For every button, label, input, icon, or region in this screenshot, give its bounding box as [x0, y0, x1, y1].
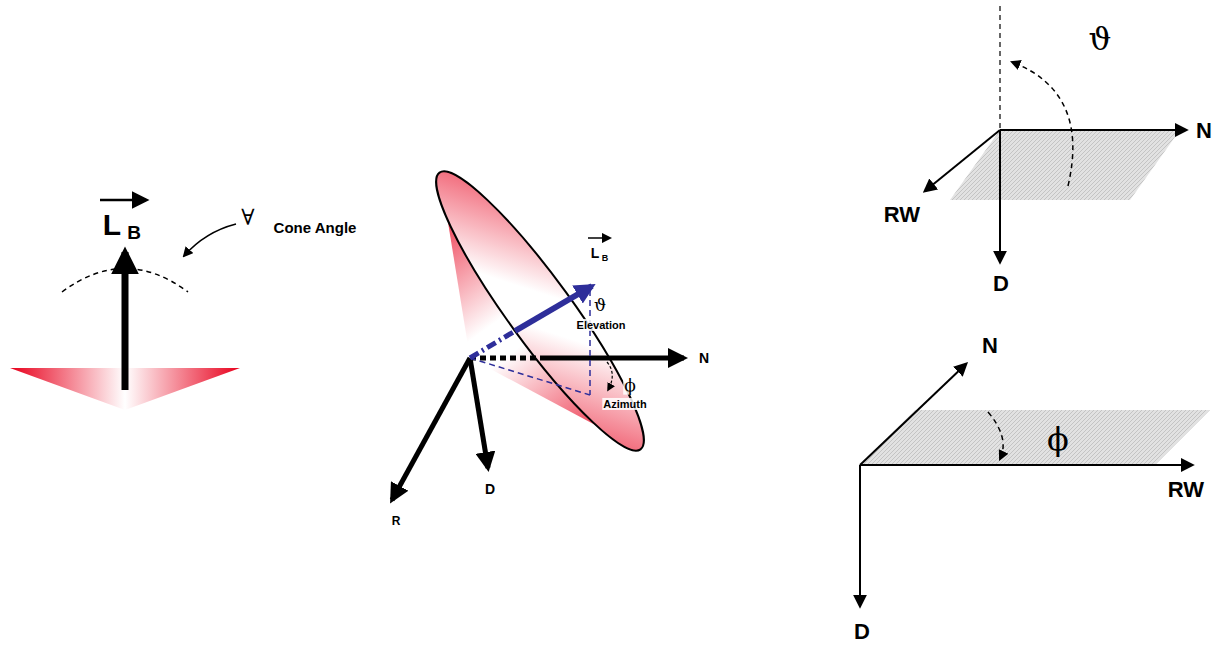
axis-label: N	[982, 334, 998, 358]
cone-figure	[10, 200, 240, 410]
axis-d	[999, 130, 1001, 262]
vector-hidden	[470, 331, 515, 358]
elevation-axes	[925, 6, 1186, 262]
axis-label: N	[1196, 119, 1212, 143]
angle-symbol: ϑ	[1089, 22, 1112, 57]
vector-subscript: B	[127, 223, 141, 244]
angle-symbol: ∀	[241, 206, 254, 230]
angle-symbol: ϑ	[593, 296, 607, 315]
azimuth-arc	[988, 412, 1003, 459]
vector-name: L	[103, 208, 121, 241]
axis-rw	[925, 130, 1000, 191]
vector-name: L	[590, 246, 601, 261]
axis-n-hidden	[470, 356, 545, 361]
callout-text: Cone Angle	[274, 220, 357, 237]
angle-name: Elevation	[576, 319, 627, 331]
axis-label: R	[392, 515, 401, 528]
vertical-ref	[999, 6, 1000, 130]
projection-line	[470, 358, 590, 395]
angle-name: Azimuth	[602, 398, 647, 410]
axis-label: RW	[884, 203, 920, 227]
angle-symbol: ϕ	[1047, 422, 1069, 457]
vector-overbar	[588, 237, 610, 239]
axis-r	[392, 358, 470, 500]
azimuth-axes	[860, 364, 1210, 606]
axis-label: N	[699, 351, 709, 366]
axis-label: D	[993, 272, 1009, 296]
angle-symbol: ϕ	[623, 376, 637, 395]
plane	[950, 130, 1180, 200]
projection-line	[589, 290, 591, 395]
vector-arrow	[122, 252, 129, 390]
axis-label: D	[854, 620, 870, 644]
vector-subscript: B	[601, 254, 610, 264]
leader-line	[184, 224, 236, 256]
axis-d	[470, 358, 488, 468]
plane	[860, 410, 1210, 465]
axis-d	[859, 465, 861, 606]
axis-n	[1000, 129, 1186, 131]
vector-overbar	[100, 199, 146, 202]
axis-label: RW	[1168, 478, 1204, 502]
angle-arc	[62, 269, 188, 293]
axis-rw	[860, 464, 1192, 466]
axis-n	[545, 356, 684, 361]
axis-label: D	[485, 482, 495, 497]
cone-rim	[414, 154, 667, 468]
axis-n	[860, 364, 966, 465]
elevation-arc	[1012, 62, 1073, 186]
azimuth-arc	[607, 362, 612, 390]
cone-3d	[392, 154, 684, 500]
